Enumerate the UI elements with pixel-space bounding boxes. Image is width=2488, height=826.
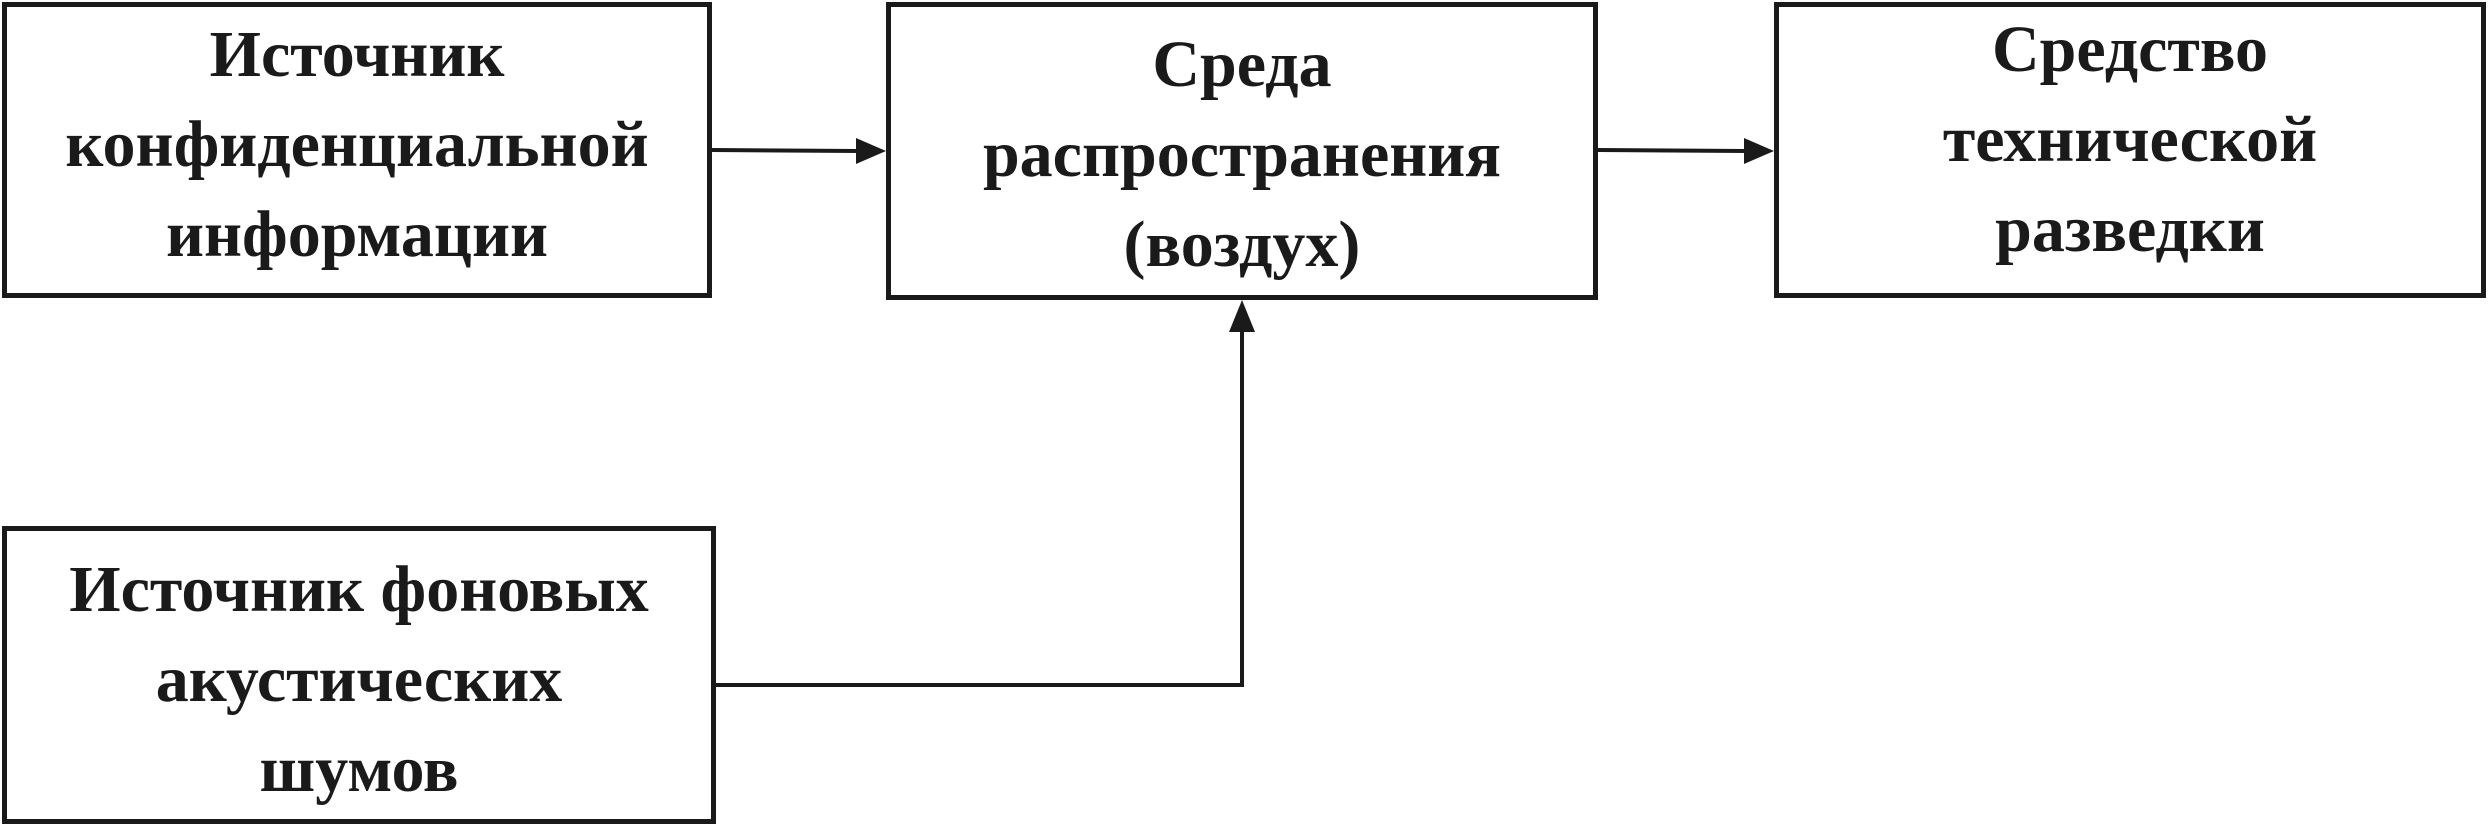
edge-noise-to-medium-arrowhead bbox=[1229, 300, 1255, 332]
edge-medium-to-intel-arrowhead bbox=[1744, 138, 1774, 164]
edge-medium-to-intel-line bbox=[1597, 148, 1747, 153]
node-technical-intelligence-means-label: Средство технической разведки bbox=[1942, 13, 2318, 266]
edge-noise-to-medium bbox=[716, 300, 1255, 687]
edge-noise-to-medium-line bbox=[716, 328, 1244, 687]
node-propagation-medium: Среда распространения (воздух) bbox=[886, 2, 1598, 300]
node-background-noise-source: Источник фоновых акустических шумов bbox=[2, 526, 716, 824]
edge-source-to-medium bbox=[711, 138, 886, 164]
node-technical-intelligence-means: Средство технической разведки bbox=[1774, 2, 2486, 298]
edge-medium-to-intel bbox=[1597, 138, 1774, 164]
node-confidential-info-source: Источник конфиденциальной информации bbox=[2, 2, 712, 298]
edge-source-to-medium-arrowhead bbox=[856, 138, 886, 164]
node-confidential-info-source-label: Источник конфиденциальной информации bbox=[65, 18, 649, 271]
node-background-noise-source-label: Источник фоновых акустических шумов bbox=[69, 553, 649, 806]
edge-source-to-medium-line bbox=[711, 148, 859, 153]
node-propagation-medium-label: Среда распространения (воздух) bbox=[982, 28, 1502, 281]
